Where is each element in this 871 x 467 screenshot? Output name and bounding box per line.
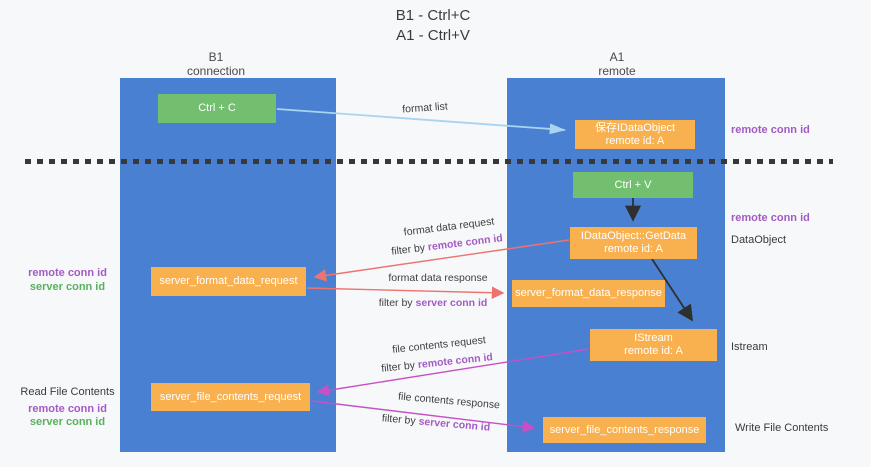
format-list-label: format list [401,100,449,116]
istream-line1: IStream [634,332,673,344]
right-remote-conn-id-top-label: remote conn id [731,124,810,136]
remote-conn-id-text: remote conn id [417,351,494,371]
format-data-response-label: format data response [388,272,488,284]
ctrl-c-box: Ctrl + C [158,94,276,123]
ctrl-v-box: Ctrl + V [573,172,693,198]
file-contents-response-label: file contents response [397,390,501,412]
server-format-data-response-label: server_format_data_response [515,287,662,299]
left-read-file-contents-label: Read File Contents [20,386,115,398]
save-dataobject-line1: 保存IDataObject [594,121,676,134]
phase-separator-dashed-line [25,159,833,164]
getdata-line1: IDataObject::GetData [580,230,687,242]
lane-a1-name: A1 [609,50,625,64]
server-conn-id-text: server conn id [418,415,491,434]
server-format-data-request-label: server_format_data_request [159,275,298,287]
server-file-contents-response-label: server_file_contents_response [549,423,700,436]
server-file-contents-request-label: server_file_contents_request [159,390,302,403]
save-dataobject-line2: remote id: A [605,134,665,147]
filter-by-text: filter by [381,412,417,428]
filter-by-text: filter by [390,241,426,258]
left-format-server-conn-id-label: server conn id [29,281,106,293]
right-dataobject-label: DataObject [731,234,787,246]
diagram-title: B1 - Ctrl+C A1 - Ctrl+V [396,6,471,46]
ctrl-c-label: Ctrl + C [198,102,236,114]
lane-header-a1: A1 remote [598,50,635,78]
istream-box: IStream remote id: A [590,329,717,361]
title-line-2: A1 - Ctrl+V [396,27,470,44]
remote-conn-id-text: remote conn id [427,232,504,254]
right-remote-conn-id-mid-label: remote conn id [731,212,810,224]
istream-line2: remote id: A [624,345,683,357]
getdata-line2: remote id: A [604,243,663,255]
server-file-contents-request-box: server_file_contents_request [151,383,310,411]
title-line-1: B1 - Ctrl+C [395,7,471,24]
lane-header-b1: B1 connection [187,50,245,78]
idataobject-getdata-box: IDataObject::GetData remote id: A [570,227,697,259]
left-file-remote-conn-id-label: remote conn id [28,403,107,415]
save-dataobject-box: 保存IDataObject remote id: A [575,120,695,149]
lane-b1-role: connection [186,64,246,78]
right-write-file-contents-label: Write File Contents [735,422,829,434]
server-format-data-response-box: server_format_data_response [512,280,665,307]
right-istream-label: Istream [731,341,768,353]
ctrl-v-label: Ctrl + V [614,178,652,191]
server-format-data-request-box: server_format_data_request [151,267,306,296]
format-data-response-arrow [306,286,505,300]
lane-b1-name: B1 [208,50,224,64]
filter-by-text: filter by [378,297,413,309]
left-file-server-conn-id-label: server conn id [29,416,106,428]
server-file-contents-response-box: server_file_contents_response [543,417,706,443]
server-conn-id-text: server conn id [415,297,488,309]
lane-a1-role: remote [598,64,636,78]
left-format-remote-conn-id-label: remote conn id [28,267,107,279]
filter-by-text: filter by [380,359,416,375]
